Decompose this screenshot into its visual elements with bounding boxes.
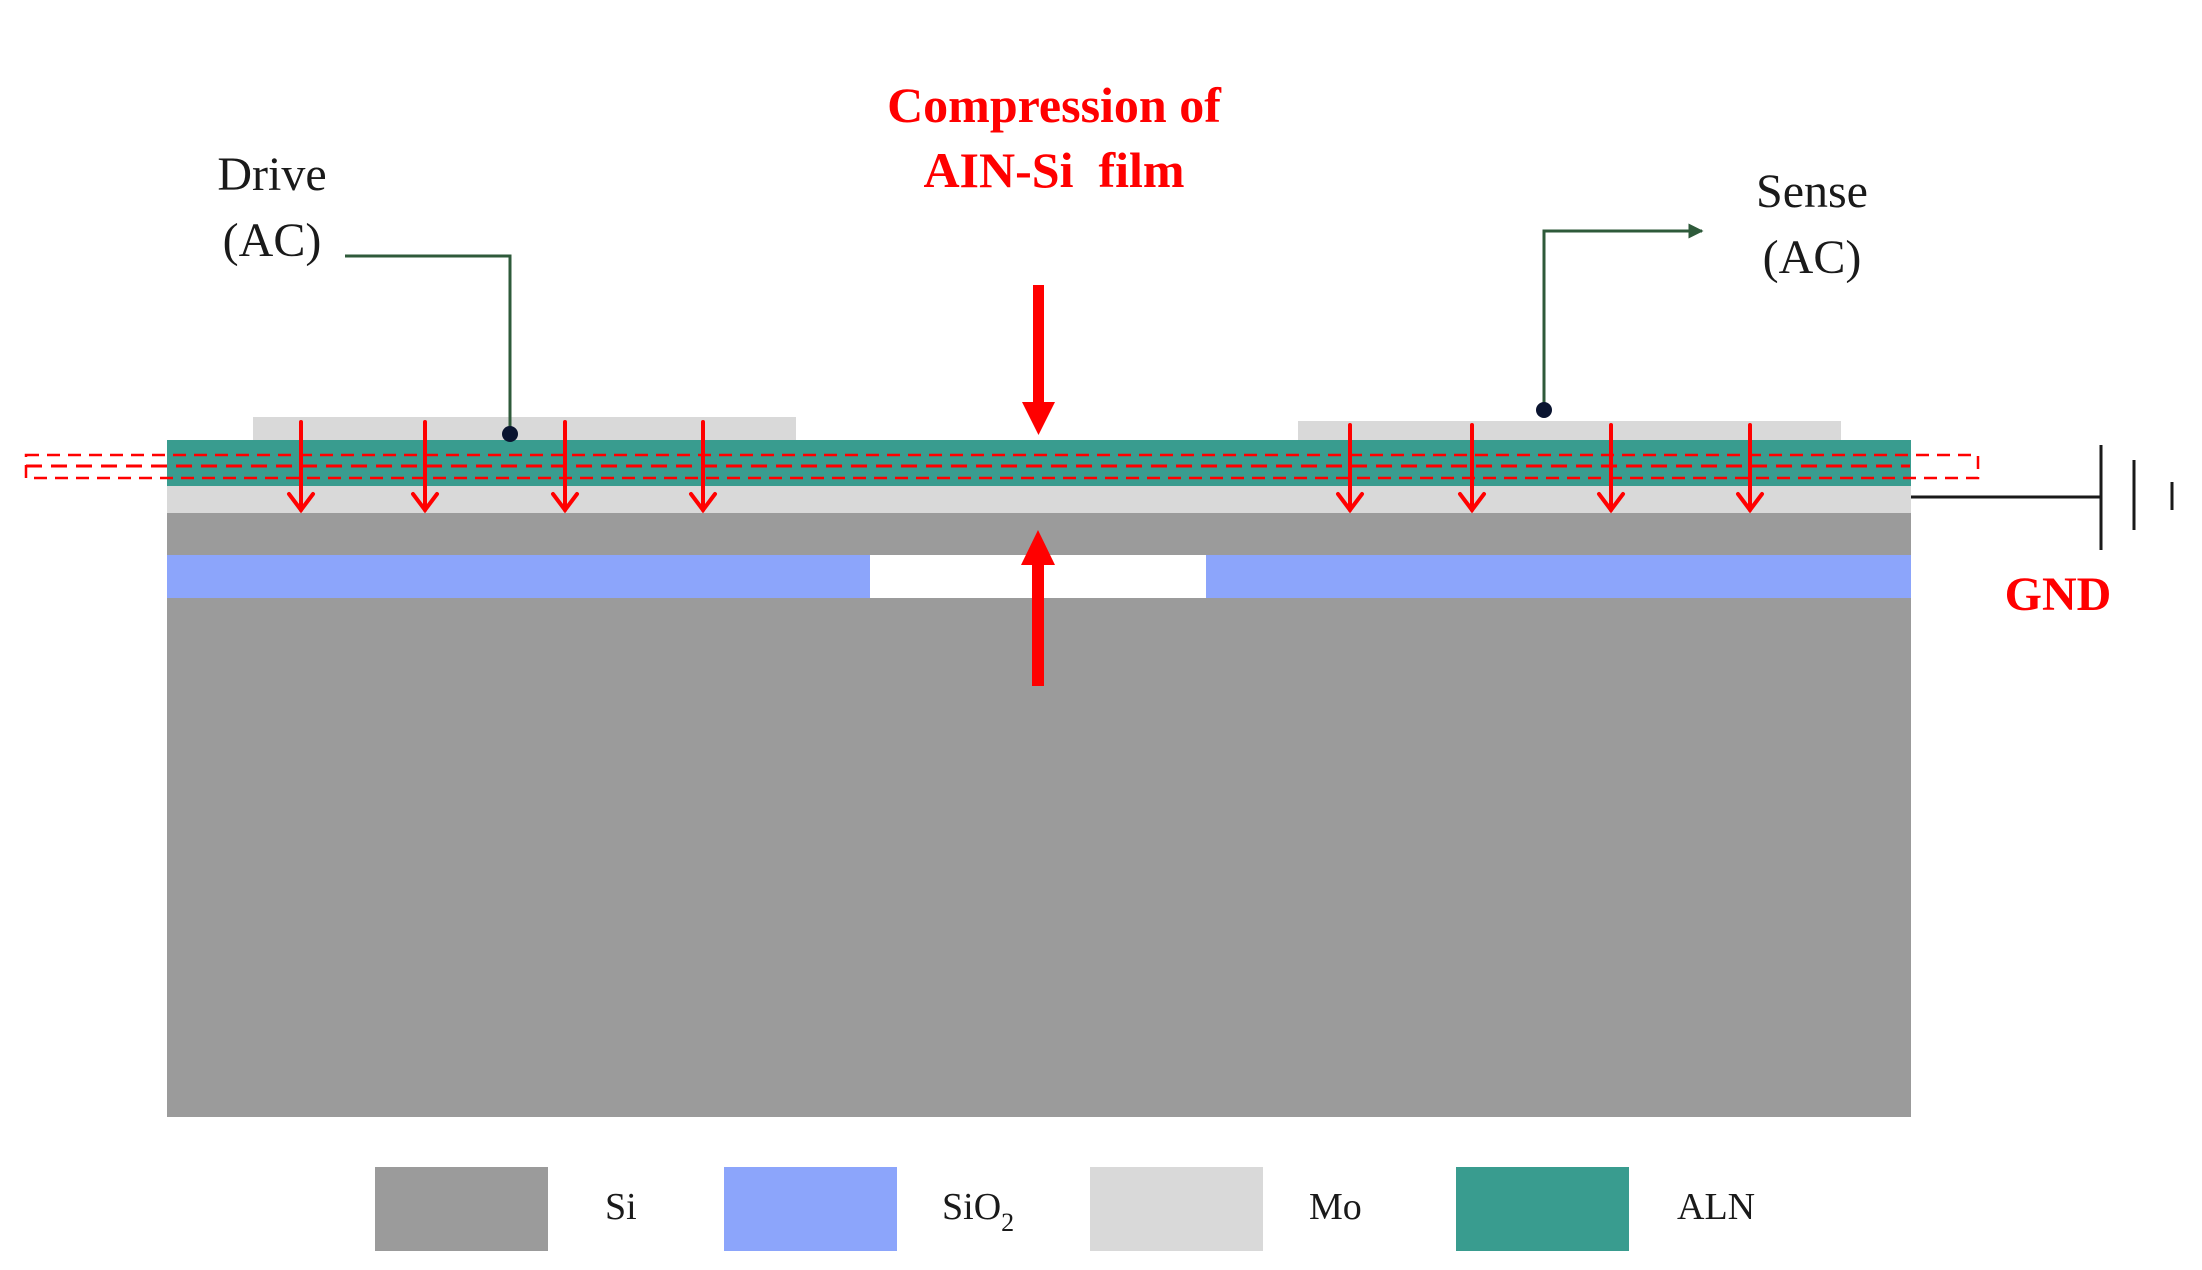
small-arrow (551, 420, 579, 514)
compression-arrow-bottom (1021, 530, 1055, 686)
legend-swatch-mo (1090, 1167, 1263, 1251)
small-arrow (689, 420, 717, 514)
sense-label-line-2: (AC) (1763, 231, 1862, 284)
sense-contact-dot (1536, 402, 1552, 418)
drive-label-line-1: Drive (217, 148, 326, 201)
small-arrow (1336, 423, 1364, 514)
legend-item-sio2: SiO2 (724, 1167, 1014, 1251)
legend-item-si: Si (375, 1167, 637, 1251)
small-arrow (1458, 423, 1486, 514)
compression-arrows-right (1336, 423, 1764, 514)
legend-swatch-aln (1456, 1167, 1629, 1251)
sense-wire (1542, 223, 1704, 408)
legend-label-mo: Mo (1309, 1186, 1362, 1228)
small-arrow (1736, 423, 1764, 514)
legend-swatch-sio2 (724, 1167, 897, 1251)
legend-label-sio2-sub: 2 (1001, 1208, 1014, 1237)
drive-wire (345, 254, 512, 433)
ground-symbol (2099, 445, 2174, 550)
small-arrow (1597, 423, 1625, 514)
drive-label-line-2: (AC) (223, 214, 322, 267)
compression-arrows-left (287, 420, 717, 514)
legend-item-aln: ALN (1456, 1167, 1755, 1251)
legend-label-aln: ALN (1677, 1186, 1755, 1228)
small-arrow (287, 420, 315, 514)
aln-film (167, 440, 1911, 486)
legend: Si SiO2 Mo ALN (375, 1167, 1755, 1251)
compression-arrow-top (1022, 285, 1055, 435)
bottom-mo-electrode (167, 486, 1911, 513)
legend-swatch-si (375, 1167, 548, 1251)
legend-label-sio2: SiO2 (942, 1186, 1014, 1237)
legend-label-si: Si (605, 1186, 637, 1228)
sense-label-line-1: Sense (1756, 165, 1868, 218)
title-line-1: Compression of (887, 77, 1222, 133)
small-arrow (411, 420, 439, 514)
drive-contact-dot (502, 426, 518, 442)
top-mo-electrode-left (253, 417, 796, 440)
title-line-2: AIN-Si film (923, 142, 1184, 198)
legend-label-sio2-main: SiO (942, 1186, 1001, 1228)
top-mo-electrode-right (1298, 421, 1841, 440)
legend-item-mo: Mo (1090, 1167, 1362, 1251)
gnd-label: GND (2005, 568, 2112, 621)
